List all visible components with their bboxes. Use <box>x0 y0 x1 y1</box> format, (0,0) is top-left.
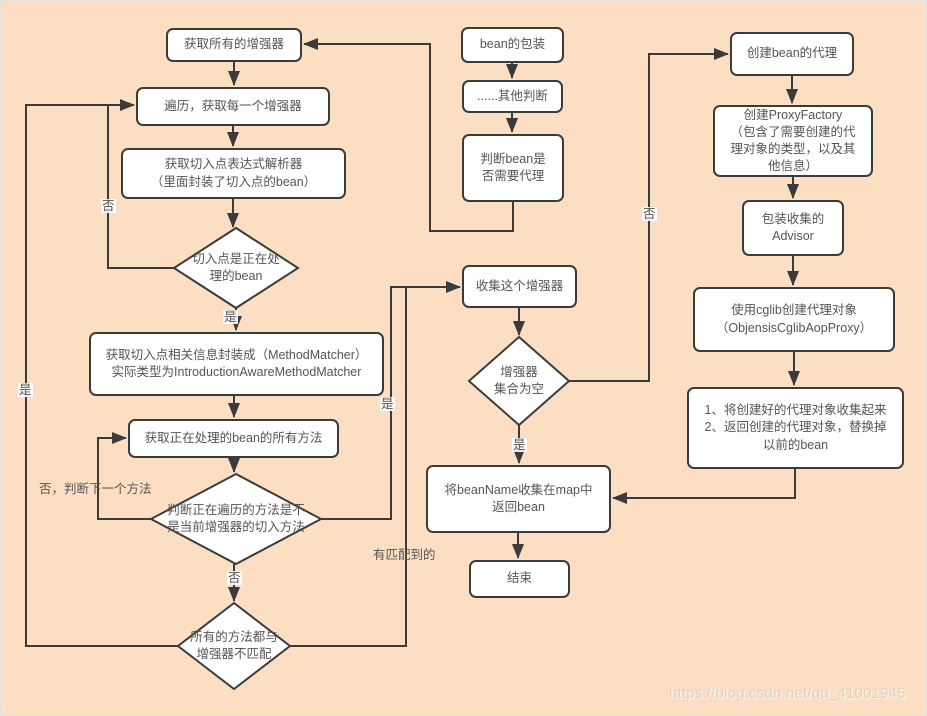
node-bean-wrapper: bean的包装 <box>461 27 564 63</box>
diamond-label-all-methods-unmatched: 所有的方法都与 增强器不匹配 <box>190 630 278 661</box>
edge-label-pointcut-no: 否 <box>101 199 116 214</box>
node-collect-advisor: 收集这个增强器 <box>462 265 577 308</box>
node-collect-return-proxy: 1、将创建好的代理对象收集起来 2、返回创建的代理对象，替换掉 以前的bean <box>687 387 904 469</box>
edge-label-has-match: 有匹配到的 <box>373 548 436 562</box>
edge-label-pointcut-yes: 是 <box>223 310 238 325</box>
diamond-label-pointcut-is-current-bean: 切入点是正在处 理的bean <box>192 252 280 283</box>
edge-label-empty-yes: 是 <box>512 438 527 453</box>
node-end: 结束 <box>469 560 570 598</box>
edge-needproxy-to-getall <box>303 38 514 232</box>
node-wrap-advisors: 包装收集的 Advisor <box>742 200 844 256</box>
csdn-watermark: https://blog.csdn.net/qq_41001945 <box>669 685 906 702</box>
node-wrap-method-matcher: 获取切入点相关信息封装成（MethodMatcher） 实际类型为Introdu… <box>89 332 384 396</box>
node-iterate-advisors: 遍历，获取每一个增强器 <box>136 87 330 126</box>
edge-label-unmatched-yes: 是 <box>18 383 33 398</box>
node-other-judgements: ......其他判断 <box>462 80 563 113</box>
node-create-proxy-factory: 创建ProxyFactory （包含了需要创建的代 理对象的类型，以及其 他信息… <box>713 105 873 177</box>
edge-label-empty-no: 否 <box>642 207 657 222</box>
edge-d2-no-next-method-loop <box>97 432 151 520</box>
diamond-all-methods-unmatched <box>176 601 292 691</box>
edge-label-method-no: 否 <box>227 571 242 586</box>
diamond-label-judge-method-match: 判断正在遍历的方法是不 是当前增强器的切入方法 <box>167 503 305 534</box>
node-collect-beanname-map: 将beanName收集在map中 返回bean <box>426 465 611 533</box>
diamond-advisor-set-empty <box>467 335 571 427</box>
edge-label-method-yes: 是 <box>380 397 395 412</box>
diamond-judge-method-match <box>148 472 324 566</box>
node-get-all-advisors: 获取所有的增强器 <box>166 28 302 62</box>
node-cglib-create-proxy: 使用cglib创建代理对象 （ObjensisCglibAopProxy） <box>693 287 895 352</box>
edge-label-next-method: 否，判断下一个方法 <box>39 482 152 496</box>
diamond-label-advisor-set-empty: 增强器 集合为空 <box>493 365 544 396</box>
node-judge-need-proxy: 判断bean是 否需要代理 <box>462 134 564 202</box>
node-get-all-methods: 获取正在处理的bean的所有方法 <box>128 419 339 458</box>
node-create-bean-proxy: 创建bean的代理 <box>730 32 854 76</box>
edge-d1-no-loop <box>107 105 174 269</box>
diamond-pointcut-is-current-bean <box>172 226 300 310</box>
edge-d3-yes-loop <box>25 99 178 647</box>
edge-d3-has-match-join <box>290 287 407 647</box>
edge-return-to-mapbean <box>612 469 796 504</box>
node-get-pointcut-parser: 获取切入点表达式解析器 （里面封装了切入点的bean） <box>121 148 346 199</box>
